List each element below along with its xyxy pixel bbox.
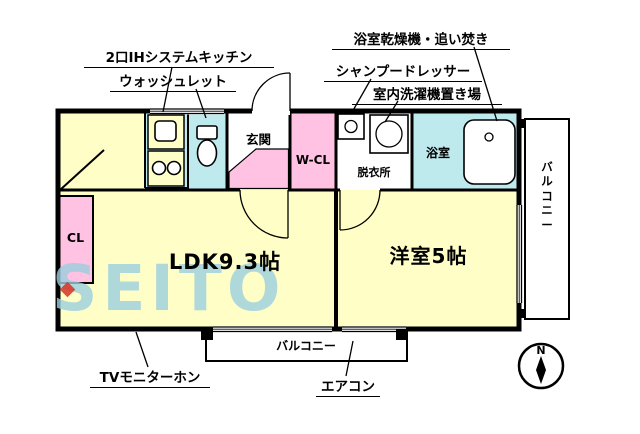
balcony-bottom <box>205 329 408 362</box>
room-wcl <box>290 111 336 190</box>
annotation-tv-monitor: TVモニターホン <box>90 366 210 388</box>
room-kitchen-counter <box>145 111 188 188</box>
annotation-air-conditioner: エアコン <box>316 375 380 397</box>
western-room-label: 洋室5帖 <box>389 244 468 268</box>
room-toilet <box>188 111 227 190</box>
front-door <box>251 72 291 115</box>
annotation-washlet: ウォッシュレット <box>110 70 236 92</box>
annotation-bath-dryer: 浴室乾燥機・追い焚き <box>332 28 510 50</box>
ldk-label: LDK9.3帖 <box>168 250 282 274</box>
closet-label: CL <box>66 230 85 245</box>
room-genkan <box>227 111 290 190</box>
annotation-shampoo-dresser: シャンプードレッサー <box>324 60 482 82</box>
annotation-washer-space: 室内洗濯機置き場 <box>352 83 502 105</box>
balcony-right <box>524 118 570 320</box>
annotation-kitchen: 2口IHシステムキッチン <box>84 46 274 68</box>
balcony-right-label: バルコニー <box>541 160 553 232</box>
bath-room-label: 浴室 <box>425 146 450 160</box>
compass-north-label: N <box>536 344 546 357</box>
dressing-room-label: 脱衣所 <box>357 166 391 179</box>
genkan-label: 玄関 <box>245 132 271 147</box>
balcony-bottom-label: バルコニー <box>276 339 336 353</box>
walkin-closet-label: W-CL <box>295 153 331 167</box>
